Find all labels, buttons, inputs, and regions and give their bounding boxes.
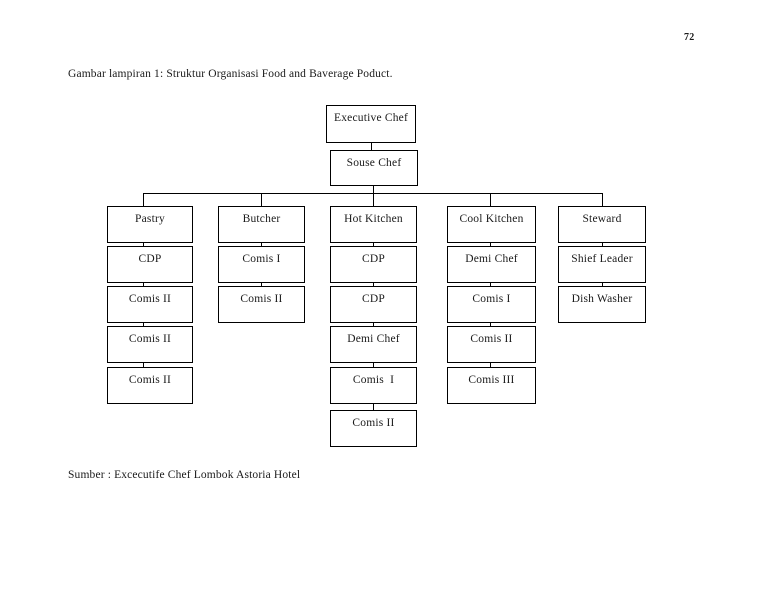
connector-butcher-2 [261, 283, 262, 286]
connector-bus-to-hot-kitchen [373, 193, 374, 206]
node-butcher: Butcher [218, 206, 305, 243]
node-hot-cdp-a: CDP [330, 246, 417, 283]
connector-cool-1 [490, 243, 491, 246]
connector-hot-3 [373, 323, 374, 326]
connector-pastry-3 [143, 323, 144, 326]
connector-bus-to-pastry [143, 193, 144, 206]
node-pastry: Pastry [107, 206, 193, 243]
node-pastry-comis-2b: Comis II [107, 326, 193, 363]
connector-hot-2 [373, 283, 374, 286]
node-hot-demi-chef: Demi Chef [330, 326, 417, 363]
connector-steward-2 [602, 283, 603, 286]
connector-bus-to-butcher [261, 193, 262, 206]
connector-cool-4 [490, 363, 491, 367]
connector-bus-to-steward [602, 193, 603, 206]
node-butcher-comis-1: Comis I [218, 246, 305, 283]
node-cool-comis-2: Comis II [447, 326, 536, 363]
figure-caption: Gambar lampiran 1: Struktur Organisasi F… [68, 68, 393, 80]
node-cool-comis-1: Comis I [447, 286, 536, 323]
source-note: Sumber : Excecutife Chef Lombok Astoria … [68, 469, 301, 481]
connector-hot-5 [373, 404, 374, 410]
node-cool-kitchen: Cool Kitchen [447, 206, 536, 243]
node-souse-chef: Souse Chef [330, 150, 418, 186]
page-number: 72 [684, 32, 695, 43]
connector-butcher-1 [261, 243, 262, 246]
node-pastry-comis-2a: Comis II [107, 286, 193, 323]
node-pastry-comis-2c: Comis II [107, 367, 193, 404]
connector-department-bus [143, 193, 602, 194]
connector-pastry-2 [143, 283, 144, 286]
node-steward-shief-leader: Shief Leader [558, 246, 646, 283]
connector-souse-to-bus [373, 186, 374, 193]
connector-executive-to-souse [371, 143, 372, 150]
connector-pastry-4 [143, 363, 144, 367]
node-cool-comis-3: Comis III [447, 367, 536, 404]
connector-hot-4 [373, 363, 374, 367]
connector-pastry-1 [143, 243, 144, 246]
node-butcher-comis-2: Comis II [218, 286, 305, 323]
connector-cool-2 [490, 283, 491, 286]
node-cool-demi-chef: Demi Chef [447, 246, 536, 283]
connector-bus-to-cool-kitchen [490, 193, 491, 206]
connector-hot-1 [373, 243, 374, 246]
connector-cool-3 [490, 323, 491, 326]
node-steward: Steward [558, 206, 646, 243]
node-hot-comis-1: Comis I [330, 367, 417, 404]
node-hot-cdp-b: CDP [330, 286, 417, 323]
node-executive-chef: Executive Chef [326, 105, 416, 143]
node-steward-dish-washer: Dish Washer [558, 286, 646, 323]
connector-steward-1 [602, 243, 603, 246]
node-hot-kitchen: Hot Kitchen [330, 206, 417, 243]
node-pastry-cdp: CDP [107, 246, 193, 283]
node-hot-comis-2: Comis II [330, 410, 417, 447]
